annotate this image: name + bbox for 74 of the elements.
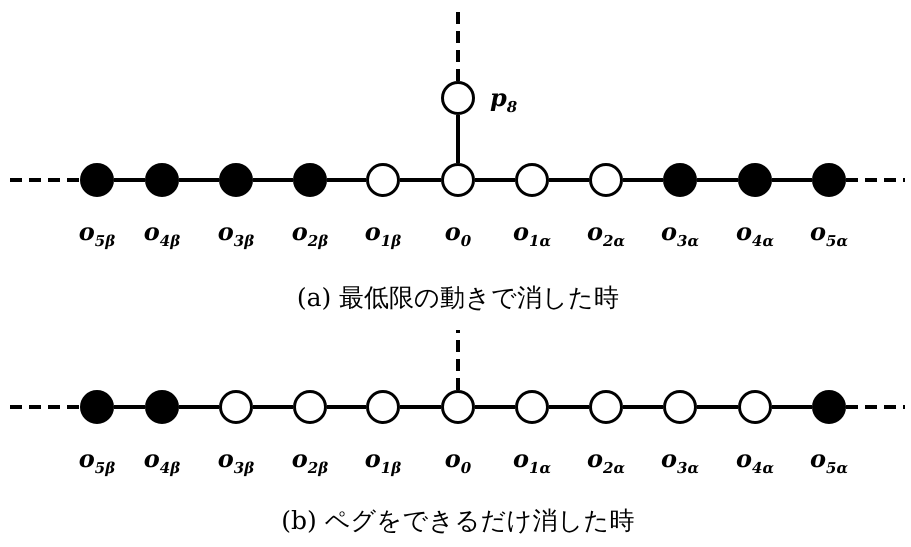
- connector-line: [114, 405, 145, 409]
- node-label: o$_{5α}$: [810, 220, 848, 249]
- node-label: o$_{1α}$: [513, 447, 551, 476]
- filled-peg-circle: [812, 163, 846, 197]
- dashed-line: [846, 405, 905, 409]
- connector-line: [253, 405, 293, 409]
- connector-line: [697, 405, 738, 409]
- node-label: o$_{2α}$: [587, 220, 625, 249]
- filled-peg-circle: [812, 390, 846, 424]
- filled-peg-circle: [219, 163, 253, 197]
- node-label: o$_{2β}$: [292, 447, 328, 476]
- node-label: o$_{4β}$: [144, 220, 180, 249]
- empty-hole-circle: [219, 390, 253, 424]
- filled-peg-circle: [80, 163, 114, 197]
- node-label: o$_{3β}$: [218, 220, 254, 249]
- caption: (a) 最低限の動きで消した時: [296, 285, 620, 310]
- connector-line: [327, 405, 366, 409]
- connector-line: [475, 178, 515, 182]
- node-label: o$_{5β}$: [78, 447, 116, 476]
- node-label: o$_{0}$: [444, 220, 472, 249]
- dashed-line: [10, 405, 80, 409]
- connector-line: [253, 178, 293, 182]
- connector-line: [400, 405, 441, 409]
- node-label: o$_{0}$: [444, 447, 472, 476]
- empty-hole-circle: [441, 163, 475, 197]
- connector-line: [475, 405, 515, 409]
- node-label: o$_{3α}$: [661, 447, 699, 476]
- node-label: o$_{1β}$: [364, 447, 402, 476]
- dashed-line: [10, 178, 80, 182]
- connector-line: [114, 178, 145, 182]
- empty-hole-circle: [738, 390, 772, 424]
- connector-line: [772, 178, 812, 182]
- filled-peg-circle: [738, 163, 772, 197]
- connector-line: [179, 405, 219, 409]
- connector-line: [772, 405, 812, 409]
- filled-peg-circle: [663, 163, 697, 197]
- node-label: o$_{4β}$: [144, 447, 180, 476]
- caption: (b) ペグをできるだけ消した時: [281, 508, 635, 533]
- empty-hole-circle: [366, 390, 400, 424]
- filled-peg-circle: [145, 390, 179, 424]
- connector-line: [697, 178, 738, 182]
- node-label: o$_{4α}$: [736, 447, 774, 476]
- filled-peg-circle: [293, 163, 327, 197]
- empty-hole-circle: [589, 390, 623, 424]
- node-label: o$_{5α}$: [810, 447, 848, 476]
- empty-hole-circle: [293, 390, 327, 424]
- empty-hole-circle: [515, 390, 549, 424]
- empty-hole-circle: [441, 390, 475, 424]
- node-label: p$_{8}$: [490, 86, 518, 115]
- node-label: o$_{5β}$: [78, 220, 116, 249]
- empty-hole-circle: [515, 163, 549, 197]
- connector-line: [327, 178, 366, 182]
- node-label: o$_{2β}$: [292, 220, 328, 249]
- node-label: o$_{4α}$: [736, 220, 774, 249]
- connector-line: [549, 405, 589, 409]
- connector-line: [456, 115, 460, 163]
- connector-line: [179, 178, 219, 182]
- node-label: o$_{3β}$: [218, 447, 254, 476]
- node-label: o$_{2α}$: [587, 447, 625, 476]
- empty-hole-circle: [663, 390, 697, 424]
- connector-line: [623, 178, 663, 182]
- node-label: o$_{3α}$: [661, 220, 699, 249]
- filled-peg-circle: [145, 163, 179, 197]
- node-label: o$_{1α}$: [513, 220, 551, 249]
- connector-line: [623, 405, 663, 409]
- connector-line: [549, 178, 589, 182]
- dashed-line: [456, 330, 460, 390]
- dashed-line: [846, 178, 905, 182]
- connector-line: [400, 178, 441, 182]
- empty-hole-circle: [366, 163, 400, 197]
- empty-hole-circle: [589, 163, 623, 197]
- empty-hole-circle: [441, 81, 475, 115]
- node-label: o$_{1β}$: [364, 220, 402, 249]
- filled-peg-circle: [80, 390, 114, 424]
